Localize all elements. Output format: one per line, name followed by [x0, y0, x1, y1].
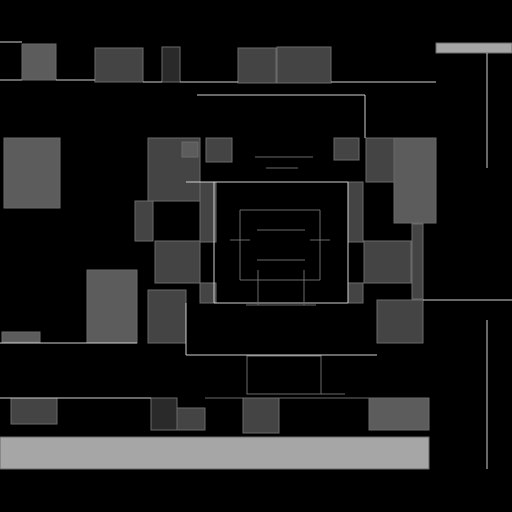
upper-left-notch	[181, 141, 199, 158]
left-column-b	[199, 282, 217, 304]
upper-right-panel-b	[393, 137, 437, 224]
right-lower-panel	[376, 299, 424, 344]
top-block-3	[161, 46, 181, 83]
left-wing-panel	[154, 240, 201, 284]
center-bottom-box	[246, 355, 322, 395]
right-column-b	[347, 282, 364, 304]
bottom-block-2	[150, 397, 178, 431]
top-block-4	[237, 47, 277, 84]
left-lower-block	[86, 269, 138, 344]
left-large-block	[3, 137, 61, 209]
line-layer	[0, 41, 512, 469]
bottom-right-block	[368, 397, 430, 431]
upper-center-left	[205, 137, 233, 163]
bottom-block-3	[176, 407, 206, 431]
upper-right-panel-a	[365, 137, 395, 183]
right-wing-panel	[363, 240, 412, 284]
bottom-long-bar	[0, 436, 430, 470]
top-right-bar	[435, 42, 512, 54]
top-block-2	[94, 47, 144, 83]
left-lower-panel	[147, 289, 187, 344]
bottom-left-block	[10, 397, 58, 425]
top-block-5	[276, 46, 332, 84]
bottom-block-4	[242, 397, 280, 434]
right-mid-block	[411, 223, 424, 300]
left-strip	[1, 331, 41, 343]
block-layer	[0, 42, 512, 470]
top-left-block	[21, 43, 57, 81]
left-mid-block	[134, 200, 154, 242]
right-column-a	[347, 181, 364, 243]
upper-center-right	[333, 137, 360, 161]
